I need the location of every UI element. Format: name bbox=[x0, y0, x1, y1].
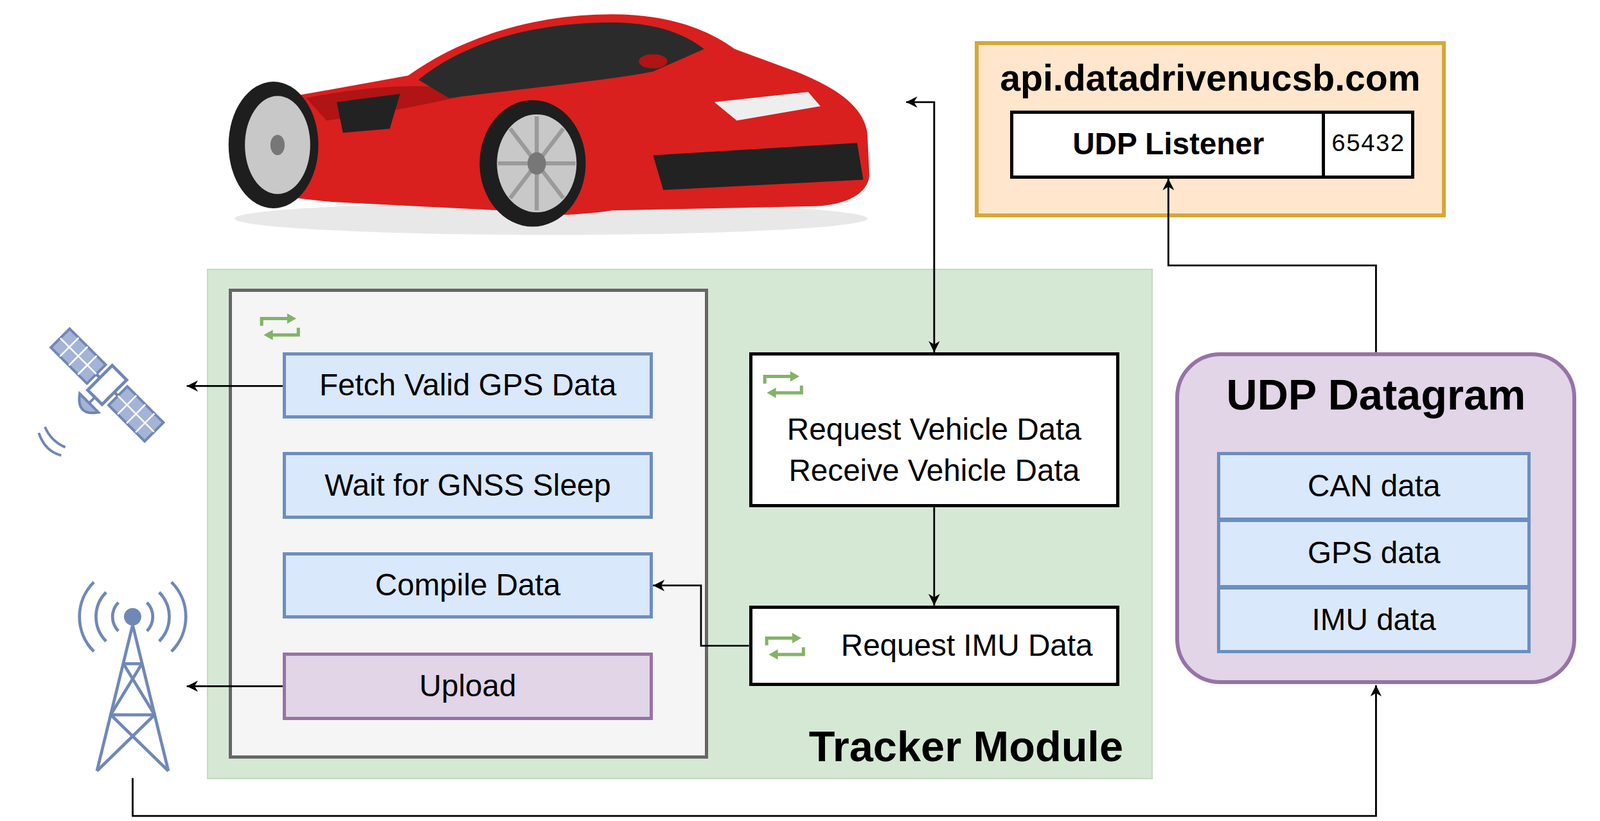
node-label: Wait for GNSS Sleep bbox=[324, 467, 612, 504]
car-window bbox=[418, 22, 705, 99]
node-label: Compile Data bbox=[375, 567, 561, 603]
group-title: UDP Datagram bbox=[1226, 370, 1527, 420]
process-box: Wait for GNSS Sleep bbox=[282, 451, 653, 518]
node-label: UDP Listener bbox=[1072, 126, 1264, 162]
node-label: Upload bbox=[419, 668, 517, 704]
process-box: Fetch Valid GPS Data bbox=[282, 352, 653, 419]
car-wheel bbox=[479, 100, 586, 227]
node-label: Receive Vehicle Data bbox=[788, 449, 1080, 491]
node-label: Request IMU Data bbox=[841, 627, 1094, 664]
group-title: Tracker Module bbox=[808, 721, 1124, 772]
signal-waves bbox=[79, 581, 119, 651]
node-label: CAN data bbox=[1307, 468, 1440, 504]
process-box: Compile Data bbox=[282, 551, 653, 619]
cell-tower-icon bbox=[79, 581, 187, 771]
group-title: api.datadrivenucsb.com bbox=[999, 57, 1421, 100]
node-label: GPS data bbox=[1307, 535, 1441, 571]
node-label: Request Vehicle Data bbox=[787, 408, 1082, 450]
process-box: Request Vehicle DataReceive Vehicle Data bbox=[749, 352, 1120, 507]
process-box: Request IMU Data bbox=[749, 605, 1120, 686]
arrow-connector bbox=[933, 506, 935, 605]
datagram-panel: UDP DatagramCAN dataGPS dataIMU data bbox=[1175, 352, 1577, 684]
server-box: api.datadrivenucsb.comUDP Listener 65432 bbox=[974, 41, 1447, 218]
tower-legs bbox=[97, 624, 169, 771]
car-grille bbox=[652, 142, 863, 190]
upload-box: Upload bbox=[282, 652, 653, 720]
satellite-dish bbox=[73, 387, 105, 419]
car-intake bbox=[336, 93, 400, 133]
cell-link bbox=[186, 684, 283, 687]
satellite-icon bbox=[35, 325, 167, 457]
node-label: IMU data bbox=[1312, 602, 1437, 638]
signal-waves bbox=[38, 426, 65, 455]
car-spokes bbox=[497, 116, 576, 211]
node-label: Fetch Valid GPS Data bbox=[319, 367, 617, 403]
field-box: GPS data bbox=[1217, 518, 1531, 588]
loop-icon bbox=[257, 312, 303, 341]
sports-car bbox=[228, 14, 870, 235]
car-headlight bbox=[714, 91, 821, 121]
signal-waves bbox=[147, 581, 187, 651]
car-hub bbox=[270, 134, 285, 156]
module-region: Tracker Module Fetch Valid GPS DataWait f… bbox=[206, 268, 1153, 779]
node-label: 65432 bbox=[1331, 130, 1405, 159]
gps-link bbox=[186, 384, 283, 387]
field-box: CAN data bbox=[1217, 451, 1531, 520]
car-mirror bbox=[638, 53, 667, 69]
car-hub bbox=[527, 152, 547, 175]
port-box: 65432 bbox=[1321, 110, 1415, 179]
field-box: IMU data bbox=[1217, 586, 1531, 654]
tower-bracing bbox=[97, 663, 169, 771]
car-wheel bbox=[228, 81, 319, 209]
listener-box: UDP Listener bbox=[1010, 110, 1327, 179]
car-rim bbox=[244, 95, 311, 194]
antenna bbox=[125, 609, 140, 624]
loop-icon bbox=[762, 631, 808, 660]
car-rim bbox=[496, 114, 577, 213]
loop-icon bbox=[760, 370, 806, 399]
